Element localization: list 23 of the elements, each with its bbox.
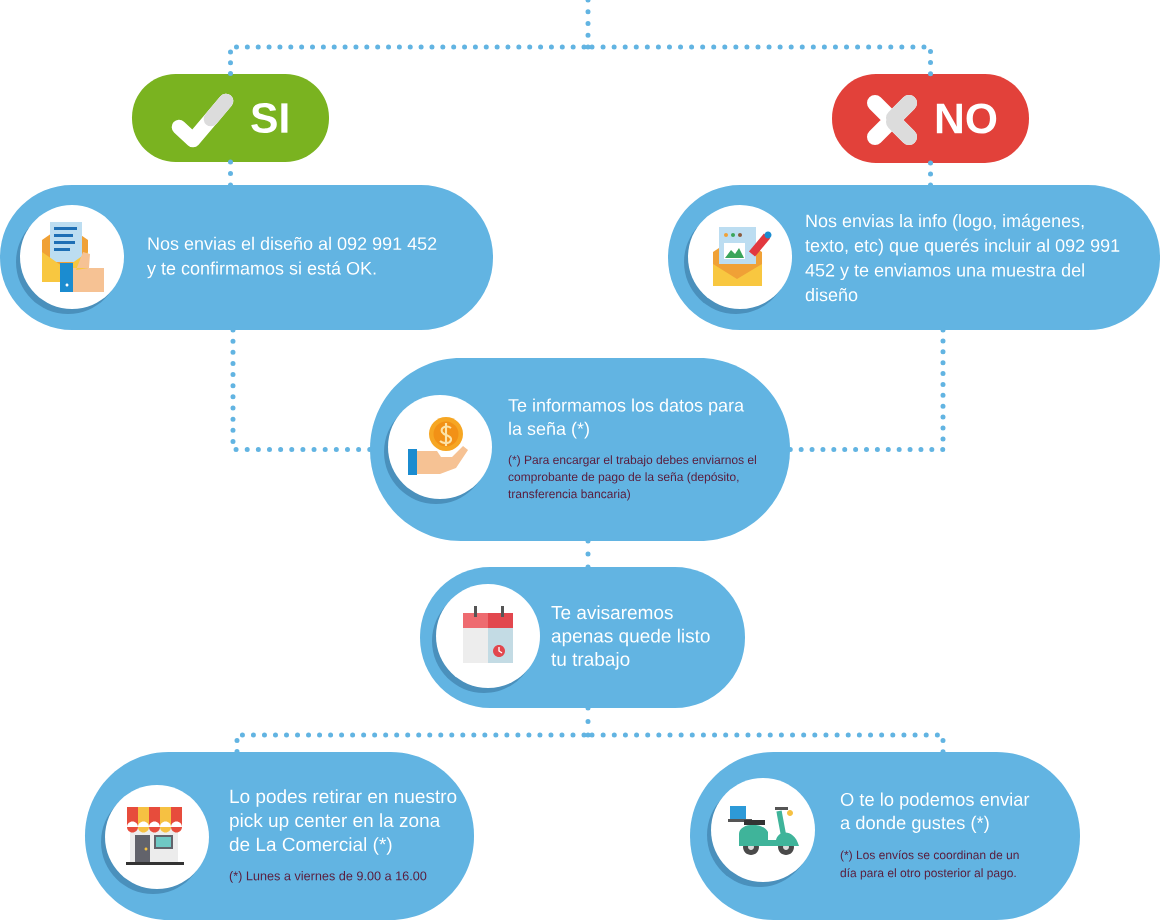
answer-label: SI	[251, 102, 288, 134]
step-text: Te avisaremos apenas quede listo tu trabajo	[551, 605, 710, 670]
dotted-connector	[589, 44, 933, 77]
footnote-text: (*) Para encargar el trabajo debes enviarnos el comprobante de pago de la seña (depósito, transferencia bancaria)	[508, 455, 756, 501]
dotted-connector	[928, 160, 933, 188]
step-text: Lo podes retirar en nuestro pick up center en la zona de La Comercial (*)	[229, 789, 457, 855]
answer-label: NO	[936, 103, 997, 134]
dotted-connector	[230, 327, 373, 452]
dotted-connector	[228, 159, 233, 188]
step-text: Nos envias la info (logo, imágenes, texto, etc) que querés incluir al 092 991 452 y te enviamos una muestra del diseño	[805, 213, 1120, 302]
dotted-connector	[585, 705, 591, 738]
answer-pill	[132, 74, 329, 162]
dotted-connector	[585, 538, 591, 570]
dotted-connector	[234, 732, 587, 755]
footnote-text: (*) Lunes a viernes de 9.00 a 16.00	[229, 871, 427, 883]
dotted-connector	[585, 0, 591, 50]
dotted-connector	[787, 327, 946, 452]
dotted-connector	[589, 732, 946, 755]
footnote-text: (*) Los envíos se coordinan de un día para el otro posterior al pago.	[840, 850, 1019, 880]
step-text: O te lo podemos enviar a donde gustes (*)	[840, 792, 1030, 833]
dotted-connector	[228, 44, 587, 77]
step-text: Nos envias el diseño al 092 991 452 y te confirmamos si está OK.	[147, 236, 437, 279]
step-text: Te informamos los datos para la seña (*)	[508, 398, 745, 439]
